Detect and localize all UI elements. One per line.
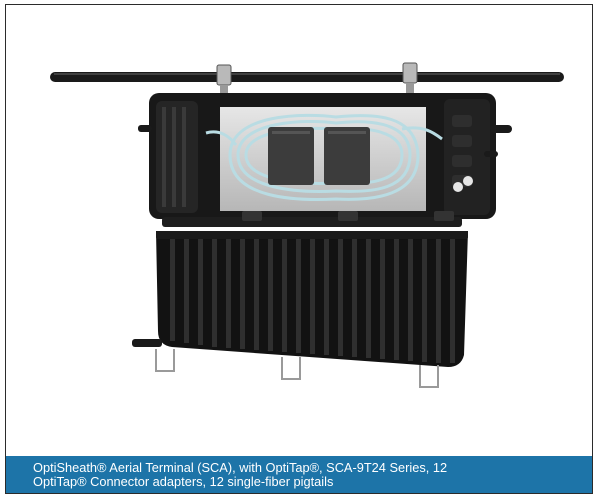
image-frame: OptiSheath® Aerial Terminal (SCA), with … — [5, 4, 593, 494]
latch-clips — [155, 349, 439, 388]
connector-adapters — [452, 115, 512, 192]
terminal-lower-cover — [132, 231, 468, 367]
aerial-cable — [50, 72, 564, 82]
cable-clamp-left — [216, 64, 232, 99]
caption-line-2: OptiTap® Connector adapters, 12 single-f… — [33, 474, 334, 489]
terminal-upper-housing — [149, 93, 496, 219]
cable-clamp-right — [402, 62, 418, 97]
photo-caption: OptiSheath® Aerial Terminal (SCA), with … — [6, 456, 592, 493]
left-port — [138, 125, 152, 132]
hinge-strip — [162, 211, 462, 227]
product-photo — [50, 62, 564, 388]
splice-trays — [268, 127, 370, 185]
caption-line-1: OptiSheath® Aerial Terminal (SCA), with … — [33, 460, 448, 475]
